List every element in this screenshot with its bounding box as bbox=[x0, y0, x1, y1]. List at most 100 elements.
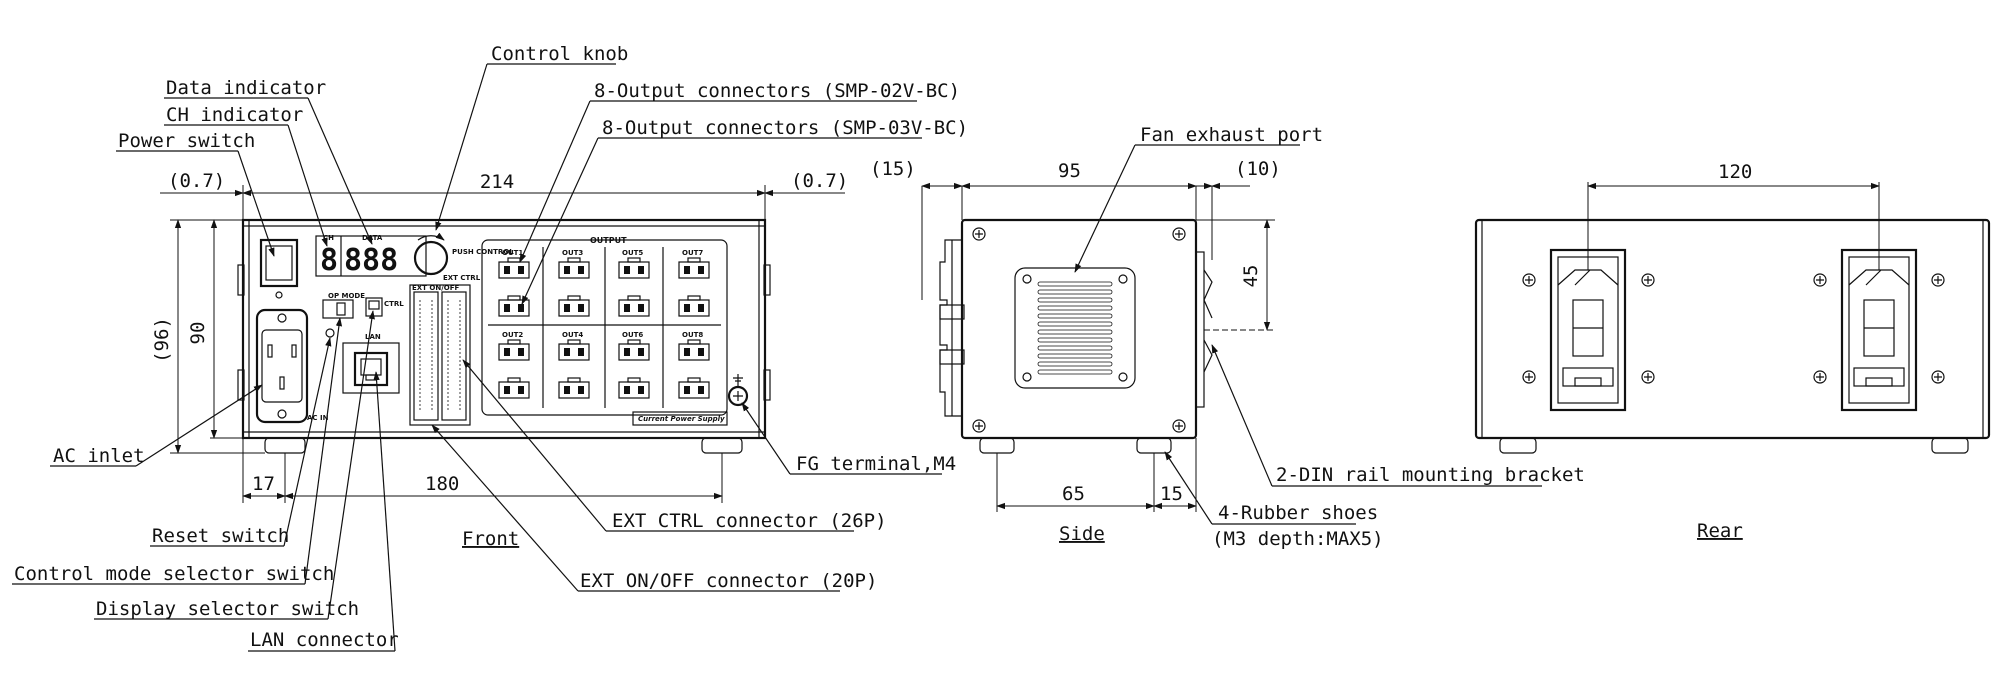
vent-slot bbox=[1037, 297, 1113, 303]
out6-label: OUT6 bbox=[622, 331, 643, 339]
front-foot-left bbox=[264, 437, 306, 454]
label-rubber-shoes: 4-Rubber shoes bbox=[1218, 502, 1378, 524]
dim-left-gap: (0.7) bbox=[168, 170, 225, 192]
side-callouts: Fan exhaust port 2-DIN rail mounting bra… bbox=[1059, 124, 1585, 550]
vent-slot bbox=[1037, 281, 1113, 287]
label-reset-switch: Reset switch bbox=[152, 525, 289, 547]
label-out-smp03v: 8-Output connectors (SMP-03V-BC) bbox=[602, 117, 968, 139]
out5-label: OUT5 bbox=[622, 249, 643, 257]
lan-label: LAN bbox=[365, 333, 381, 341]
rear-din-bracket-right bbox=[1813, 248, 1945, 412]
side-foot-right bbox=[1136, 437, 1172, 454]
vent-slot bbox=[1037, 337, 1113, 343]
op-mode-label: OP MODE bbox=[328, 292, 365, 300]
output-connector bbox=[558, 339, 590, 361]
output-connector bbox=[678, 295, 710, 317]
out8-label: OUT8 bbox=[682, 331, 703, 339]
front-callouts: Control knob Data indicator CH indicator… bbox=[12, 43, 968, 652]
label-control-mode: Control mode selector switch bbox=[14, 563, 334, 585]
control-knob bbox=[413, 240, 449, 276]
lan-port-frame bbox=[342, 342, 400, 394]
out4-label: OUT4 bbox=[562, 331, 583, 339]
label-ch-indicator: CH indicator bbox=[166, 104, 303, 126]
rear-housing bbox=[1474, 218, 1991, 440]
dim-96: (96) bbox=[151, 317, 173, 363]
output-labels-top: OUT1 OUT3 OUT5 OUT7 bbox=[502, 249, 703, 257]
output-labels-bottom: OUT2 OUT4 OUT6 OUT8 bbox=[502, 331, 703, 339]
output-connector bbox=[558, 257, 590, 279]
dim-45: 45 bbox=[1240, 265, 1262, 288]
output-connector bbox=[618, 377, 650, 399]
label-fg-terminal: FG terminal,M4 bbox=[796, 453, 956, 475]
ext-ctrl-label: EXT CTRL bbox=[443, 274, 481, 282]
rear-view: 120 Rear bbox=[1474, 161, 1991, 542]
ch-label: CH bbox=[323, 234, 334, 242]
label-ext-onoff: EXT ON/OFF connector (20P) bbox=[580, 570, 877, 592]
side-housing bbox=[960, 218, 1198, 440]
output-connector bbox=[498, 377, 530, 399]
brand-plate bbox=[632, 411, 728, 426]
ext-ctrl-connector bbox=[441, 291, 467, 421]
front-foot-right bbox=[701, 437, 743, 454]
dim-214: 214 bbox=[480, 171, 514, 193]
label-ac-inlet: AC inlet bbox=[53, 445, 145, 467]
dim-side-left: (15) bbox=[870, 158, 916, 180]
vent-slot bbox=[1037, 289, 1113, 295]
output-connectors bbox=[498, 257, 710, 399]
output-label: OUTPUT bbox=[590, 236, 627, 245]
label-data-indicator: Data indicator bbox=[166, 77, 326, 99]
data-indicator: 888 bbox=[344, 243, 398, 278]
label-fan-exhaust: Fan exhaust port bbox=[1140, 124, 1323, 146]
output-connector bbox=[678, 257, 710, 279]
front-view: AC IN CH DATA 8 888 PUSH CONTROL OP MODE… bbox=[237, 218, 771, 454]
push-control-label: PUSH CONTROL bbox=[452, 248, 514, 256]
out1-label: OUT1 bbox=[502, 249, 523, 257]
vent-slot bbox=[1037, 353, 1113, 359]
view-label-rear: Rear bbox=[1697, 520, 1743, 542]
vent-slot bbox=[1037, 361, 1113, 367]
label-lan-connector: LAN connector bbox=[250, 629, 399, 651]
vent-slot bbox=[1037, 305, 1113, 311]
vent-slot bbox=[1037, 321, 1113, 327]
out3-label: OUT3 bbox=[562, 249, 583, 257]
label-display-selector: Display selector switch bbox=[96, 598, 359, 620]
ch-indicator: 8 bbox=[320, 243, 338, 278]
output-connector bbox=[498, 295, 530, 317]
output-connector bbox=[678, 339, 710, 361]
label-rubber-shoes-sub: (M3 depth:MAX5) bbox=[1212, 528, 1384, 550]
output-connector bbox=[618, 295, 650, 317]
ext-connector-frame bbox=[409, 284, 471, 426]
out2-label: OUT2 bbox=[502, 331, 523, 339]
ctrl-label: CTRL bbox=[384, 300, 404, 308]
label-control-knob: Control knob bbox=[491, 43, 628, 65]
dim-17: 17 bbox=[252, 473, 275, 495]
output-connector bbox=[498, 257, 530, 279]
reset-switch bbox=[325, 328, 335, 338]
label-out-smp02v: 8-Output connectors (SMP-02V-BC) bbox=[594, 80, 960, 102]
dim-90: 90 bbox=[187, 322, 209, 345]
output-connector bbox=[618, 257, 650, 279]
power-switch bbox=[259, 238, 299, 288]
side-foot-left bbox=[979, 437, 1015, 454]
dim-side-15: 15 bbox=[1160, 483, 1183, 505]
vent-slot bbox=[1037, 329, 1113, 335]
brand-label: Current Power Supply bbox=[638, 415, 725, 423]
vent-slot bbox=[1037, 313, 1113, 319]
ac-in-label: AC IN bbox=[307, 414, 329, 422]
lan-connector bbox=[353, 351, 389, 387]
output-panel bbox=[481, 239, 728, 416]
rear-foot-left bbox=[1499, 437, 1537, 454]
vent-slots bbox=[1037, 281, 1113, 375]
dim-180: 180 bbox=[425, 473, 459, 495]
din-bracket-side bbox=[939, 239, 962, 417]
dim-right-gap: (0.7) bbox=[791, 170, 848, 192]
output-connector bbox=[678, 377, 710, 399]
side-dimensions: (15) 95 (10) 45 65 15 bbox=[870, 158, 1281, 512]
dim-side-right: (10) bbox=[1235, 158, 1281, 180]
output-connector bbox=[558, 377, 590, 399]
dim-65: 65 bbox=[1062, 483, 1085, 505]
output-connector bbox=[498, 339, 530, 361]
dim-120: 120 bbox=[1718, 161, 1752, 183]
side-view bbox=[939, 218, 1213, 454]
